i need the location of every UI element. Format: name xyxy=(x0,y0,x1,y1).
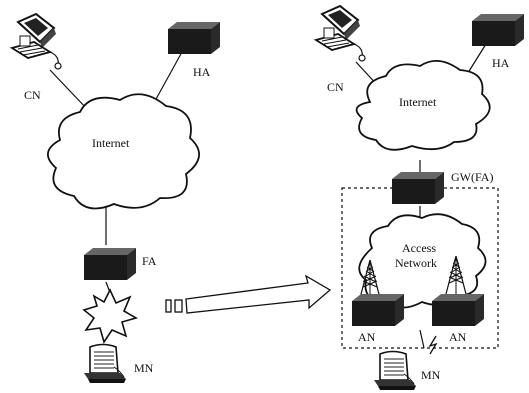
left-fa-router-icon xyxy=(84,248,136,280)
right-internet-cloud xyxy=(355,60,491,151)
an-right-label: AN xyxy=(449,330,467,344)
an-left-label: AN xyxy=(358,330,376,344)
an-right-device-icon xyxy=(432,294,484,326)
left-mn-label: MN xyxy=(134,361,154,375)
left-internet-label: Internet xyxy=(92,136,130,150)
right-mn-laptop-icon xyxy=(373,350,417,391)
access-network-label-line1: Access xyxy=(402,241,436,255)
right-mn-label: MN xyxy=(421,368,441,382)
right-gw-label: GW(FA) xyxy=(451,170,493,184)
movement-arrow xyxy=(165,274,332,314)
left-signal-burst-icon xyxy=(82,288,139,344)
left-mn-laptop-icon xyxy=(83,343,127,384)
left-internet-cloud xyxy=(47,93,200,210)
wireless-link-icon xyxy=(428,335,438,355)
left-fa-label: FA xyxy=(142,254,157,268)
left-cn-computer-icon xyxy=(11,13,62,70)
right-ha-label: HA xyxy=(492,56,510,70)
right-internet-label: Internet xyxy=(399,95,437,109)
right-ha-device-icon xyxy=(472,14,524,46)
right-cn-computer-icon xyxy=(315,5,366,62)
access-network-label-line2: Network xyxy=(395,256,437,270)
right-cn-label: CN xyxy=(327,80,344,94)
left-ha-device-icon xyxy=(168,22,220,54)
left-ha-label: HA xyxy=(193,65,211,79)
right-gw-router-icon xyxy=(392,172,444,204)
an-left-device-icon xyxy=(352,294,404,326)
left-cn-label: CN xyxy=(24,88,41,102)
